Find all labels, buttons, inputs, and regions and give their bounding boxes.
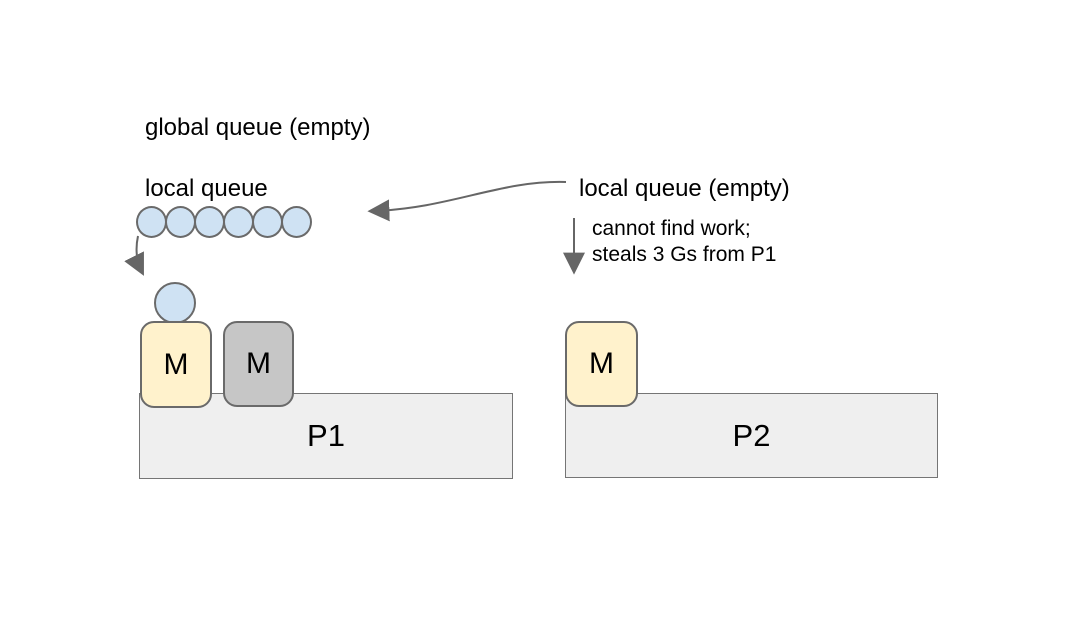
steal-note-line2: steals 3 Gs from P1 [592, 243, 777, 266]
machine-m2-p1: M [223, 321, 294, 407]
processor-p2: P2 [565, 393, 938, 478]
local-queue-goroutines [136, 206, 312, 238]
machine-m1-p2: M [565, 321, 638, 407]
steal-note-line1: cannot find work; [592, 217, 751, 240]
goroutine-circle [281, 206, 312, 238]
goroutine-circle [136, 206, 167, 238]
local-queue-p1-label: local queue [145, 175, 268, 202]
running-goroutine-circle [154, 282, 196, 324]
machine-m1-p1: M [140, 321, 212, 408]
goroutine-circle [223, 206, 254, 238]
goroutine-circle [194, 206, 225, 238]
global-queue-label: global queue (empty) [145, 114, 371, 141]
dequeue-arrow [124, 235, 144, 276]
goroutine-circle [252, 206, 283, 238]
machine-m1-label: M [163, 347, 189, 381]
processor-p1-label: P1 [307, 418, 345, 453]
steal-arrow [367, 180, 567, 222]
steal-note: cannot find work; steals 3 Gs from P1 [592, 216, 776, 268]
machine-m2-label: M [246, 347, 271, 380]
goroutine-circle [165, 206, 196, 238]
local-queue-p2-label: local queue (empty) [579, 175, 790, 202]
machine-m3-label: M [589, 347, 614, 380]
processor-p2-label: P2 [732, 417, 771, 453]
